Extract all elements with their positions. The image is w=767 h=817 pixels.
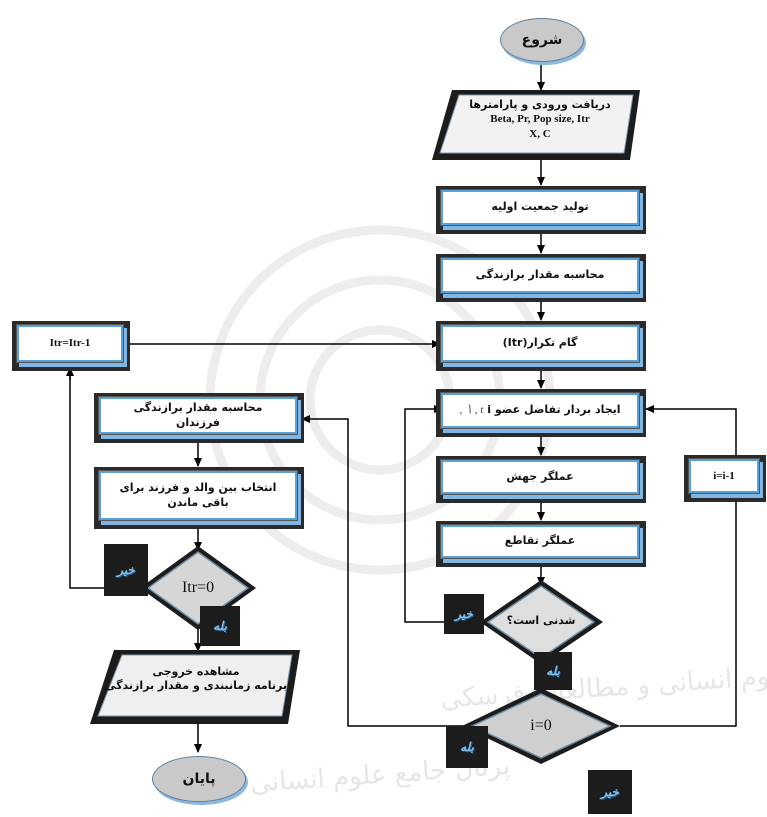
selection-text: انتخاب بین والد و فرزند برای باقی ماندن — [98, 470, 298, 521]
feasible-decision-label: شدنی است؟ — [506, 614, 576, 627]
i-zero-decision-label: i=0 — [530, 717, 552, 734]
output-line-2: برنامه زمانبندی و مقدار برازندگی — [105, 679, 287, 693]
difference-vector-content: ایجاد بردار تفاضل عضو i t , ∖ , — [440, 392, 640, 429]
child-fitness-line-2: فرزندان — [175, 415, 221, 429]
i-decrement-label: i=i-1 — [688, 458, 760, 494]
mutation-label: عملگر جهش — [440, 459, 640, 495]
output-parallelogram — [90, 650, 300, 724]
selection-line-2: باقی ماندن — [167, 495, 229, 509]
no-tag-i-zero: خیر — [588, 770, 632, 814]
fitness-label: محاسبه مقدار برازندگی — [440, 257, 640, 294]
input-params-text: دریافت ورودی و پارامترها Beta, Pr, Pop s… — [445, 98, 635, 141]
i-decrement-box: i=i-1 — [684, 455, 766, 502]
end-label: پایان — [182, 771, 216, 787]
input-line-3: X, C — [529, 127, 551, 140]
mutation-box: عملگر جهش — [436, 456, 646, 503]
input-parallelogram — [432, 90, 640, 160]
itr-decrement-label: Itr=Itr-1 — [16, 324, 124, 363]
end-terminal: پایان — [152, 756, 246, 802]
itr-decrement-box: Itr=Itr-1 — [12, 321, 130, 371]
start-terminal: شروع — [500, 18, 584, 62]
difference-vector-box: ایجاد بردار تفاضل عضو i t , ∖ , — [436, 389, 646, 437]
child-fitness-box: محاسبه مقدار برازندگی فرزندان — [94, 393, 304, 443]
yes-tag-i-zero: بله — [446, 726, 488, 768]
child-fitness-text: محاسبه مقدار برازندگی فرزندان — [98, 396, 298, 435]
diamond-shapes — [140, 546, 620, 764]
itr-zero-decision-label: Itr=0 — [181, 579, 215, 596]
difference-vector-label: ایجاد بردار تفاضل عضو i — [487, 403, 621, 417]
input-line-2: Beta, Pr, Pop size, Itr — [490, 113, 590, 126]
fitness-box: محاسبه مقدار برازندگی — [436, 254, 646, 302]
yes-tag-itr-zero: بله — [200, 606, 240, 646]
output-line-1: مشاهده خروجی — [152, 665, 240, 678]
crossover-label: عملگر تقاطع — [440, 524, 640, 559]
start-label: شروع — [521, 32, 563, 48]
output-text: مشاهده خروجی برنامه زمانبندی و مقدار برا… — [96, 665, 296, 694]
iteration-step-label: گام تکرار(Itr) — [440, 324, 640, 363]
init-population-box: تولید جمعیت اولیه — [436, 186, 646, 234]
child-fitness-line-1: محاسبه مقدار برازندگی — [133, 400, 263, 414]
selection-line-1: انتخاب بین والد و فرزند برای — [119, 480, 277, 494]
init-population-label: تولید جمعیت اولیه — [440, 189, 640, 226]
crossover-box: عملگر تقاطع — [436, 521, 646, 567]
difference-vector-formula: t , ∖ , — [459, 404, 484, 417]
input-title: دریافت ورودی و پارامترها — [469, 98, 611, 111]
no-tag-feasible: خیر — [444, 594, 484, 634]
yes-tag-feasible: بله — [534, 652, 572, 690]
no-tag-itr-zero: خیر — [104, 544, 148, 596]
iteration-step-box: گام تکرار(Itr) — [436, 321, 646, 371]
selection-box: انتخاب بین والد و فرزند برای باقی ماندن — [94, 467, 304, 529]
